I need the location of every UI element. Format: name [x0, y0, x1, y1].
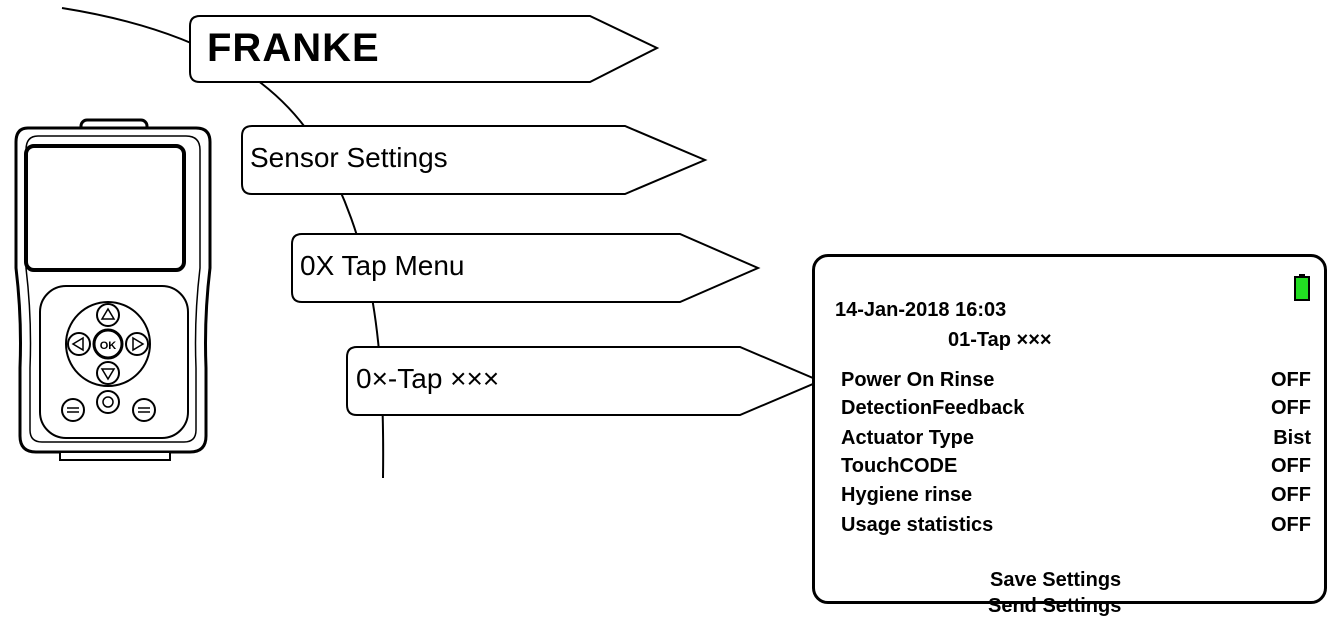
left-soft-button: [61, 398, 85, 422]
menu-diagram: [61, 7, 823, 479]
device-screen: [24, 144, 186, 272]
setting-value: OFF: [1271, 455, 1311, 477]
battery-icon: [1294, 274, 1310, 301]
setting-name: TouchCODE: [841, 455, 958, 477]
handheld-device: OK: [14, 118, 212, 461]
screen-title: 01-Tap ×××: [948, 329, 1052, 351]
save-settings-button[interactable]: Save Settings: [990, 569, 1122, 591]
left-arrow-icon: [67, 332, 91, 356]
right-arrow-icon: [125, 332, 149, 356]
sensor-settings-label[interactable]: Sensor Settings: [250, 142, 448, 173]
brand-label: FRANKE: [207, 26, 380, 70]
tap-menu-label[interactable]: 0X Tap Menu: [300, 250, 465, 281]
right-soft-button: [132, 398, 156, 422]
send-settings-button[interactable]: Send Settings: [988, 595, 1122, 617]
up-arrow-icon: [96, 303, 120, 327]
setting-value: OFF: [1271, 369, 1311, 391]
setting-name: DetectionFeedback: [841, 397, 1025, 419]
down-arrow-icon: [96, 361, 120, 385]
device-base: [59, 451, 171, 461]
setting-name: Actuator Type: [841, 427, 974, 449]
setting-value: OFF: [1271, 397, 1311, 419]
tap-item-arrow: [346, 346, 823, 416]
setting-value: OFF: [1271, 514, 1311, 536]
setting-value: OFF: [1271, 484, 1311, 506]
screen-datetime: 14-Jan-2018 16:03: [835, 299, 1007, 321]
tap-item-label[interactable]: 0×-Tap ×××: [356, 363, 500, 394]
franke-arrow: [189, 15, 660, 83]
setting-name: Hygiene rinse: [841, 484, 973, 506]
tap-menu-arrow: [291, 233, 761, 303]
ok-button: [92, 328, 124, 360]
tap-settings-screen: 14-Jan-2018 16:03 01-Tap ××× Power On Ri…: [812, 254, 1327, 617]
sensor-settings-arrow: [241, 125, 708, 195]
power-icon: [96, 390, 120, 414]
setting-name: Power On Rinse: [841, 369, 995, 391]
ok-button-label: OK: [100, 340, 117, 352]
setting-value: Bist: [1273, 427, 1311, 449]
setting-name: Usage statistics: [841, 514, 994, 536]
